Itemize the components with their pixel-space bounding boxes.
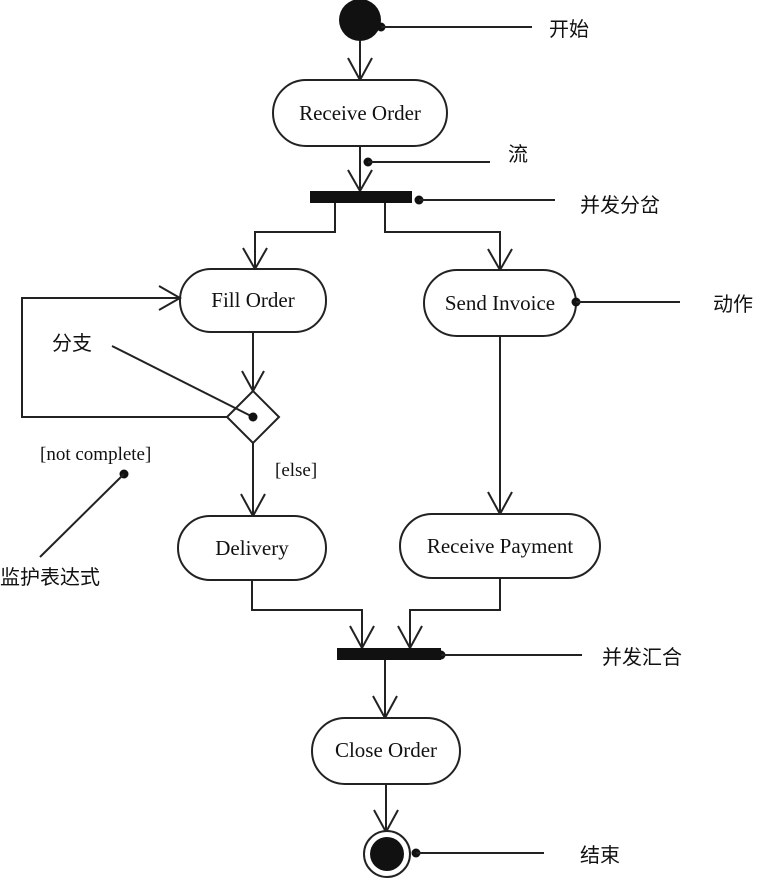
fill-order-label: Fill Order (211, 288, 294, 312)
receive-payment-label: Receive Payment (427, 534, 574, 558)
callout-fork: 并发分岔 (414, 193, 660, 217)
fork-bar (310, 191, 412, 203)
callout-action: 动作 (571, 292, 753, 316)
action-receive-payment: Receive Payment (399, 513, 601, 579)
flow-close-order-to-end (373, 784, 399, 835)
flow-join-to-close-order (372, 660, 398, 721)
flow-fork-to-send-invoice (384, 203, 513, 273)
flow-delivery-to-join (251, 580, 375, 651)
callout-guard-expression: 监护表达式 (0, 469, 129, 589)
close-order-label: Close Order (335, 738, 437, 762)
flow-start-to-receive-order (347, 41, 373, 83)
initial-node (339, 0, 381, 41)
join-bar (337, 648, 441, 660)
callout-guard-expression-label: 监护表达式 (0, 565, 100, 589)
callout-join-label: 并发汇合 (602, 645, 682, 669)
receive-order-label: Receive Order (299, 101, 421, 125)
callout-flow-label: 流 (508, 142, 528, 166)
action-delivery: Delivery (177, 515, 327, 581)
callout-flow: 流 (363, 142, 528, 167)
action-receive-order: Receive Order (272, 79, 448, 147)
action-fill-order: Fill Order (179, 268, 327, 333)
action-send-invoice: Send Invoice (423, 269, 577, 337)
callout-branch-label: 分支 (52, 331, 92, 355)
flow-fork-to-fill-order (242, 203, 336, 272)
final-node (363, 830, 411, 878)
flow-decision-to-delivery (240, 443, 266, 519)
callout-end: 结束 (411, 843, 620, 867)
guard-else: [else] (275, 460, 317, 481)
callout-join: 并发汇合 (436, 645, 682, 669)
flow-receive-order-to-fork (347, 146, 373, 194)
flow-send-invoice-to-receive-payment (487, 336, 513, 517)
send-invoice-label: Send Invoice (445, 291, 555, 315)
callout-start: 开始 (376, 17, 589, 41)
guard-not-complete: [not complete] (40, 444, 151, 465)
callout-branch: 分支 (52, 331, 258, 422)
callout-start-label: 开始 (549, 17, 589, 41)
callout-end-label: 结束 (580, 843, 620, 867)
action-close-order: Close Order (311, 717, 461, 785)
flow-decision-loop-to-fill-order (21, 285, 227, 418)
callout-action-label: 动作 (713, 292, 753, 316)
flow-receive-payment-to-join (397, 578, 501, 651)
flow-fill-order-to-decision (241, 332, 265, 394)
delivery-label: Delivery (215, 536, 289, 560)
callout-fork-label: 并发分岔 (580, 193, 660, 217)
